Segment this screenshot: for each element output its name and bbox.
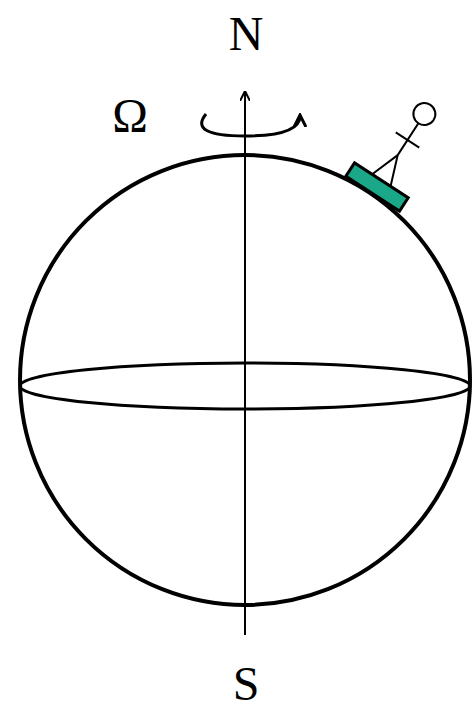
- rotation-arrow: [202, 114, 300, 136]
- rotation-axis: [244, 92, 246, 635]
- south-label: S: [233, 660, 260, 708]
- observer-on-platform: [346, 87, 457, 211]
- north-label: N: [229, 10, 264, 58]
- omega-label: Ω: [112, 92, 148, 140]
